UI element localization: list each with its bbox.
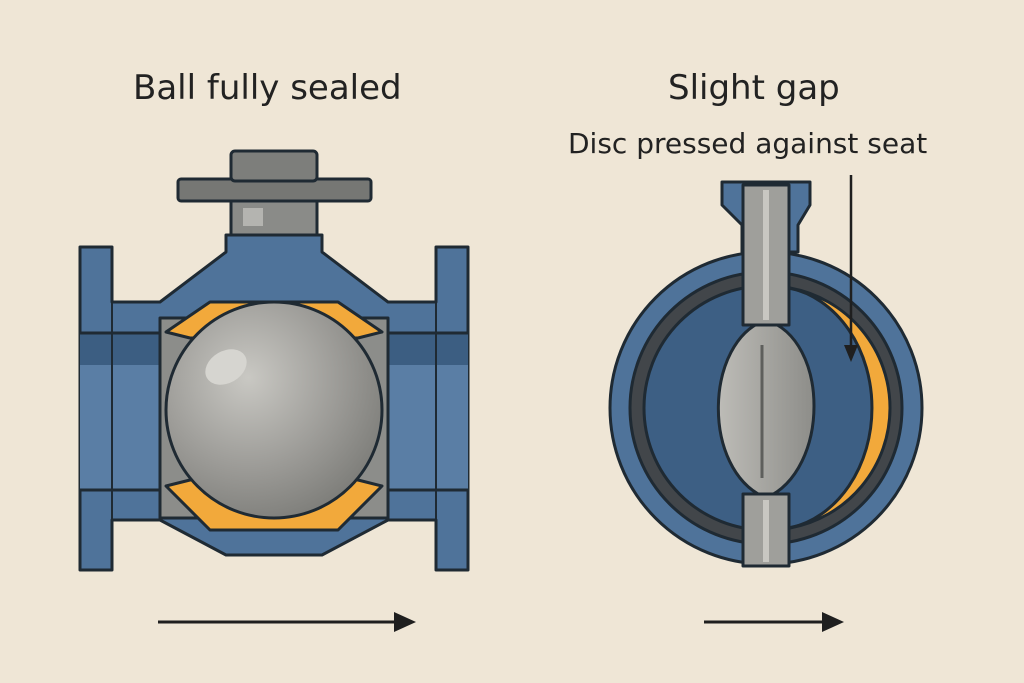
ball-valve-flow-arrow-icon <box>158 612 416 632</box>
butterfly-valve-flow-arrow-icon <box>704 612 844 632</box>
annotation-pointer-icon <box>844 175 858 362</box>
butterfly-valve-title: Slight gap <box>668 68 840 108</box>
ball-valve-title: Ball fully sealed <box>133 68 402 108</box>
ball-valve-icon <box>78 149 470 572</box>
butterfly-valve-icon <box>608 180 924 568</box>
ball <box>164 300 384 520</box>
stem-nut <box>229 149 319 183</box>
disc-annotation-label: Disc pressed against seat <box>568 127 928 160</box>
